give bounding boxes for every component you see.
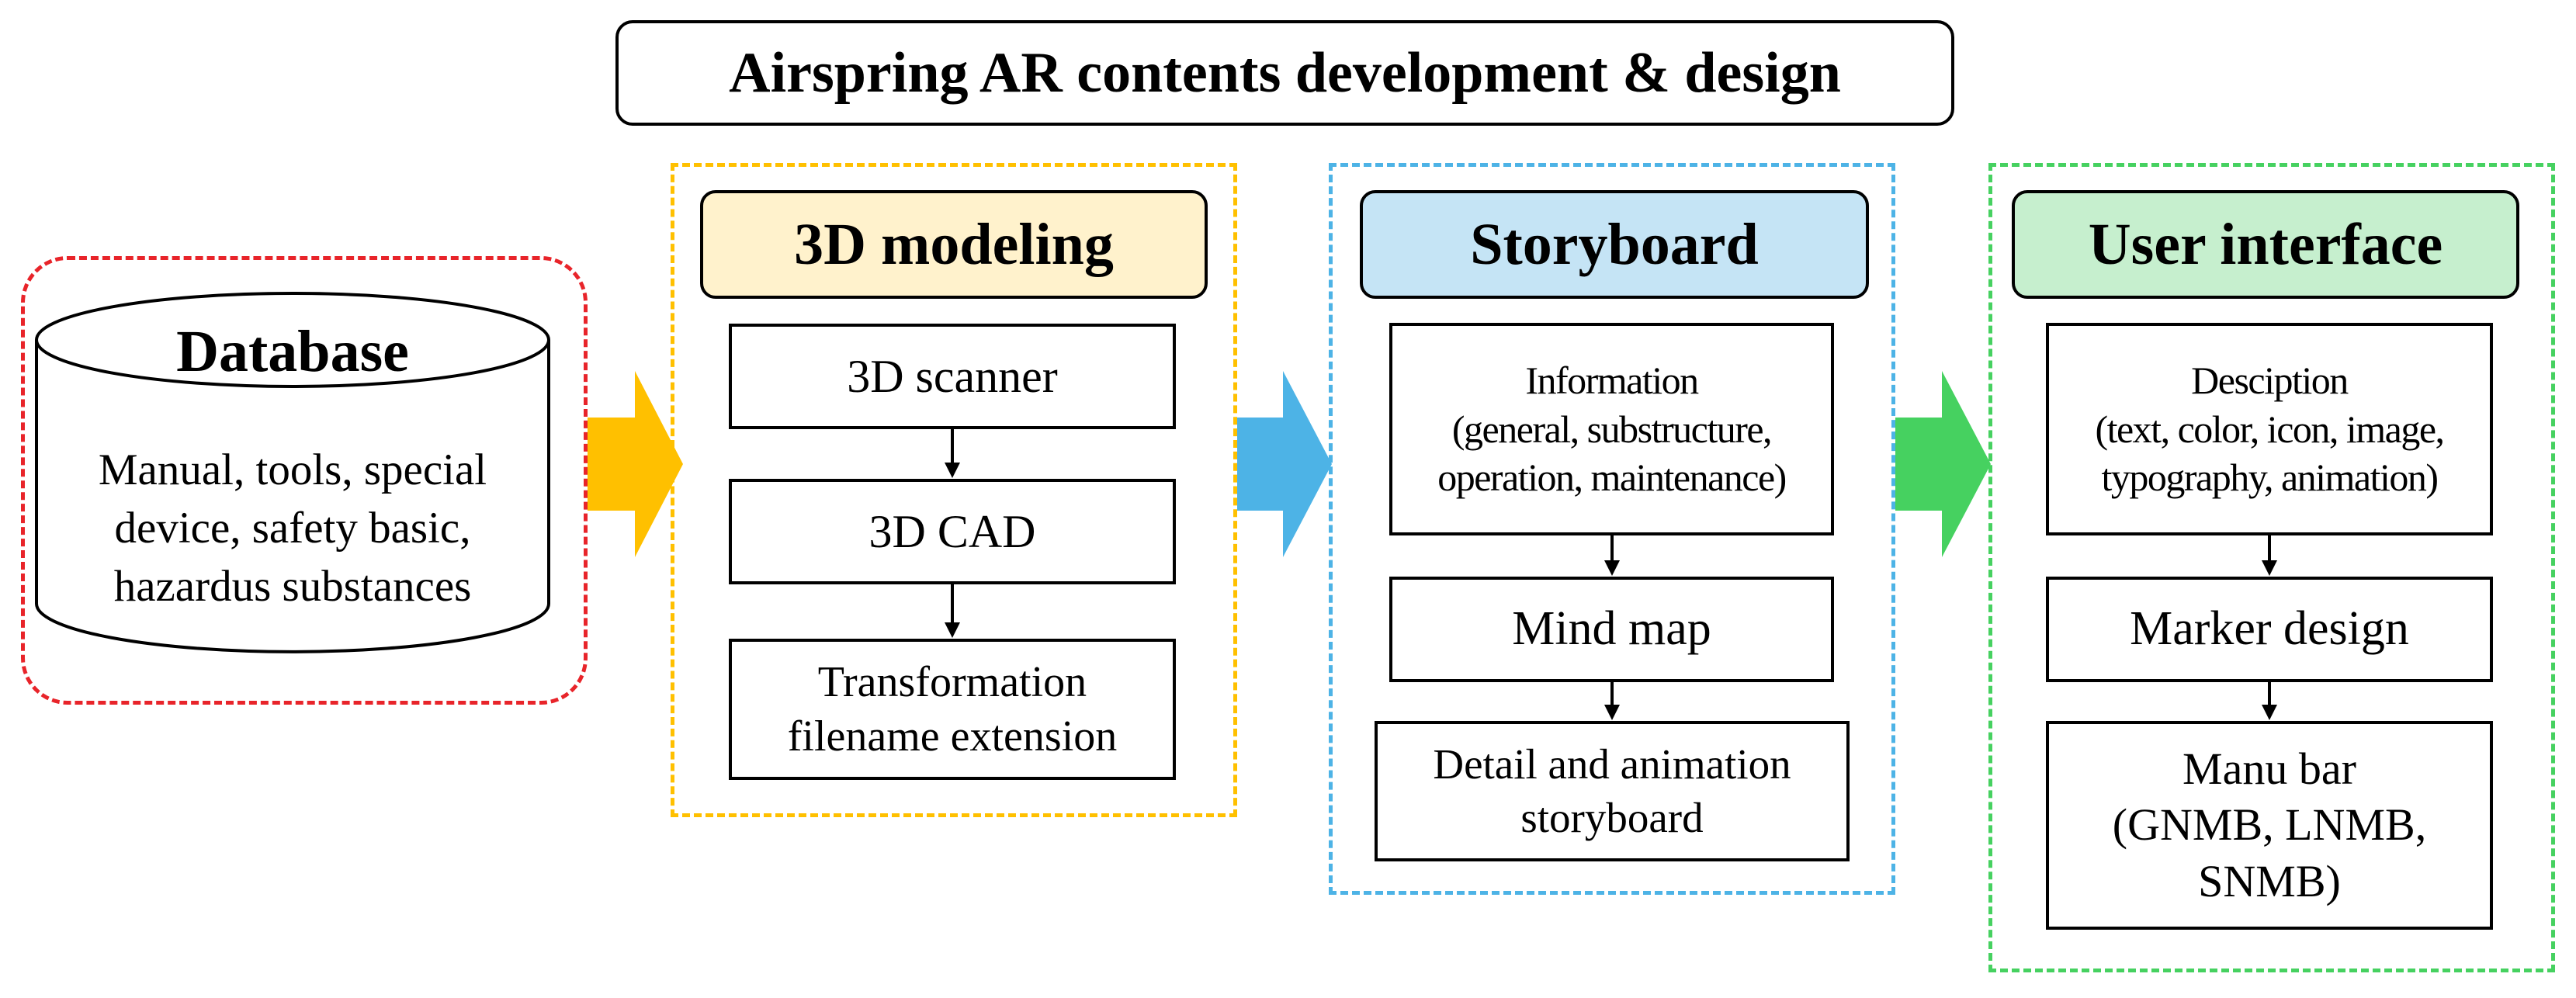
modeling-step-3: Transformation filename extension	[729, 639, 1176, 780]
user-interface-frame	[1988, 163, 2555, 972]
modeling-header: 3D modeling	[700, 190, 1208, 299]
modeling-frame	[671, 163, 1237, 817]
modeling-step-2: 3D CAD	[729, 479, 1176, 584]
database-frame	[21, 256, 588, 705]
database-description: Manual, tools, special device, safety ba…	[98, 445, 487, 612]
modeling-header-label: 3D modeling	[794, 211, 1114, 277]
user-interface-step-3: Manu bar (GNMB, LNMB, SNMB)	[2046, 721, 2493, 930]
flow-arrow-1-icon	[588, 371, 683, 557]
modeling-step-1: 3D scanner	[729, 324, 1176, 429]
storyboard-step-2: Mind map	[1389, 577, 1834, 682]
diagram-title: Airspring AR contents development & desi…	[615, 20, 1954, 126]
user-interface-header: User interface	[2012, 190, 2519, 299]
storyboard-step-1: Information (general, substructure, oper…	[1389, 323, 1834, 535]
flow-arrow-2-icon	[1237, 371, 1332, 557]
user-interface-step-1: Desciption (text, color, icon, image, ty…	[2046, 323, 2493, 535]
flow-arrow-3-icon	[1895, 371, 1991, 557]
diagram-title-text: Airspring AR contents development & desi…	[729, 40, 1841, 105]
storyboard-frame	[1329, 163, 1895, 895]
storyboard-header-label: Storyboard	[1470, 211, 1759, 277]
database-title: Database	[176, 319, 409, 384]
user-interface-header-label: User interface	[2088, 211, 2443, 277]
storyboard-step-3: Detail and animation storyboard	[1375, 721, 1850, 861]
user-interface-step-2: Marker design	[2046, 577, 2493, 682]
storyboard-header: Storyboard	[1360, 190, 1869, 299]
